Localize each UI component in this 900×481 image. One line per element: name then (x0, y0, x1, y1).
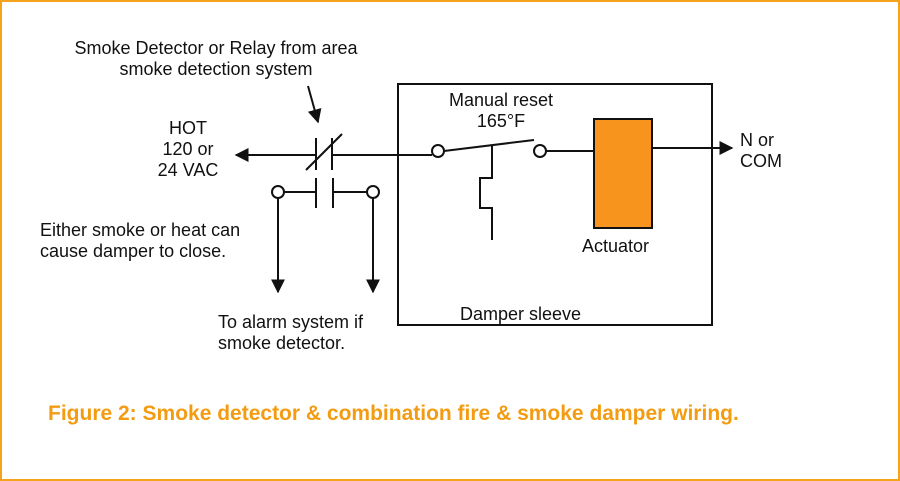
hot-label-line1: HOT (169, 118, 207, 138)
damper-sleeve-box (397, 83, 713, 326)
alarm-system-label: To alarm system if smoke detector. (218, 312, 363, 354)
alarm-label-line2: smoke detector. (218, 333, 346, 353)
neutral-label-line2: COM (740, 151, 782, 171)
manual-reset-label-line2: 165°F (476, 111, 526, 131)
neutral-label-line1: N or (740, 130, 775, 150)
either-note-line2: cause damper to close. (40, 241, 227, 261)
actuator-box (593, 118, 653, 229)
damper-sleeve-label: Damper sleeve (460, 304, 582, 324)
hot-label: HOT 120 or 24 VAC (140, 118, 236, 181)
reset-terminal-right (533, 144, 547, 158)
manual-reset-label-line1: Manual reset (448, 90, 554, 110)
smoke-detector-pointer (307, 85, 322, 124)
reset-terminal-left (431, 144, 445, 158)
reset-switch-blade (443, 139, 535, 152)
thermal-link (479, 146, 493, 240)
either-note-line1: Either smoke or heat can (40, 220, 241, 240)
either-smoke-heat-note: Either smoke or heat can cause damper to… (40, 220, 240, 262)
smoke-detector-label-line2: smoke detection system (119, 59, 313, 79)
alarm-terminal-left (271, 185, 285, 199)
hot-label-line2: 120 or (162, 139, 214, 159)
actuator-label: Actuator (582, 236, 650, 256)
alarm-label-line1: To alarm system if (218, 312, 364, 332)
smoke-detector-label-line1: Smoke Detector or Relay from area (74, 38, 358, 58)
smoke-detector-label: Smoke Detector or Relay from area smoke … (56, 38, 376, 80)
neutral-label: N or COM (740, 130, 782, 172)
alarm-terminal-right (366, 185, 380, 199)
hot-label-line3: 24 VAC (157, 160, 219, 180)
manual-reset-label: Manual reset 165°F (436, 90, 566, 132)
figure-caption: Figure 2: Smoke detector & combination f… (48, 402, 739, 425)
nc-contact-slash (305, 133, 343, 171)
